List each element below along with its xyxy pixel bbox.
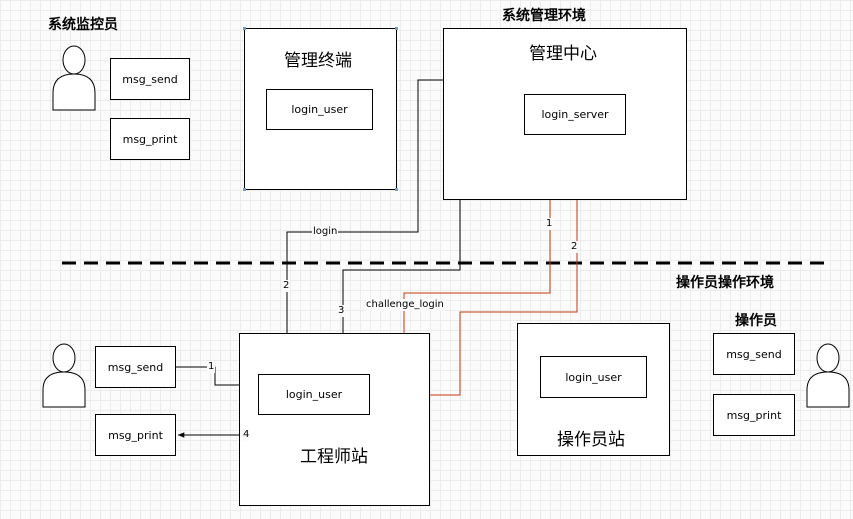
selection-handle <box>395 188 398 191</box>
engineer-station-title: 工程师站 <box>300 447 368 467</box>
engineer-msg-send-button[interactable]: msg_send <box>95 346 176 388</box>
selection-handle <box>243 27 246 30</box>
engineer-station-container <box>239 333 430 506</box>
management-terminal-title: 管理终端 <box>284 51 352 71</box>
zone-label-system-monitor: 系统监控员 <box>48 17 118 33</box>
engineer-login-user-button[interactable]: login_user <box>258 374 370 415</box>
login-server-button[interactable]: login_server <box>524 94 626 135</box>
edge-label-4: 4 <box>242 429 251 441</box>
actor-operator-icon <box>806 343 850 408</box>
edge-challenge-down <box>414 136 578 398</box>
monitor-msg-print-button[interactable]: msg_print <box>110 118 190 160</box>
edge-label-3: 3 <box>337 305 346 317</box>
monitor-msg-send-button[interactable]: msg_send <box>110 58 190 100</box>
selection-handle <box>395 27 398 30</box>
edge-label-2-black: 2 <box>282 280 291 292</box>
zone-label-operator: 操作员 <box>735 313 777 329</box>
operator-msg-print-button[interactable]: msg_print <box>713 394 795 436</box>
edge-label-2-red: 2 <box>570 241 579 253</box>
edge-label-1-send: 1 <box>207 361 216 373</box>
terminal-login-user-button[interactable]: login_user <box>266 89 373 130</box>
selection-handle <box>243 188 246 191</box>
engineer-msg-print-button[interactable]: msg_print <box>95 414 176 456</box>
operator-login-user-button[interactable]: login_user <box>540 356 647 398</box>
actor-monitor-icon <box>52 45 96 111</box>
edge-label-challenge-login: challenge_login <box>365 299 445 311</box>
management-center-title: 管理中心 <box>529 44 597 64</box>
edge-send-to-login <box>176 366 258 388</box>
zone-label-management-env: 系统管理环境 <box>502 8 586 24</box>
edge-label-login: login <box>312 226 339 238</box>
edge-label-1-red: 1 <box>545 218 554 230</box>
zone-label-operator-env: 操作员操作环境 <box>676 275 774 291</box>
operator-station-title: 操作员站 <box>557 430 625 450</box>
operator-msg-send-button[interactable]: msg_send <box>713 333 795 375</box>
actor-engineer-icon <box>42 343 86 408</box>
